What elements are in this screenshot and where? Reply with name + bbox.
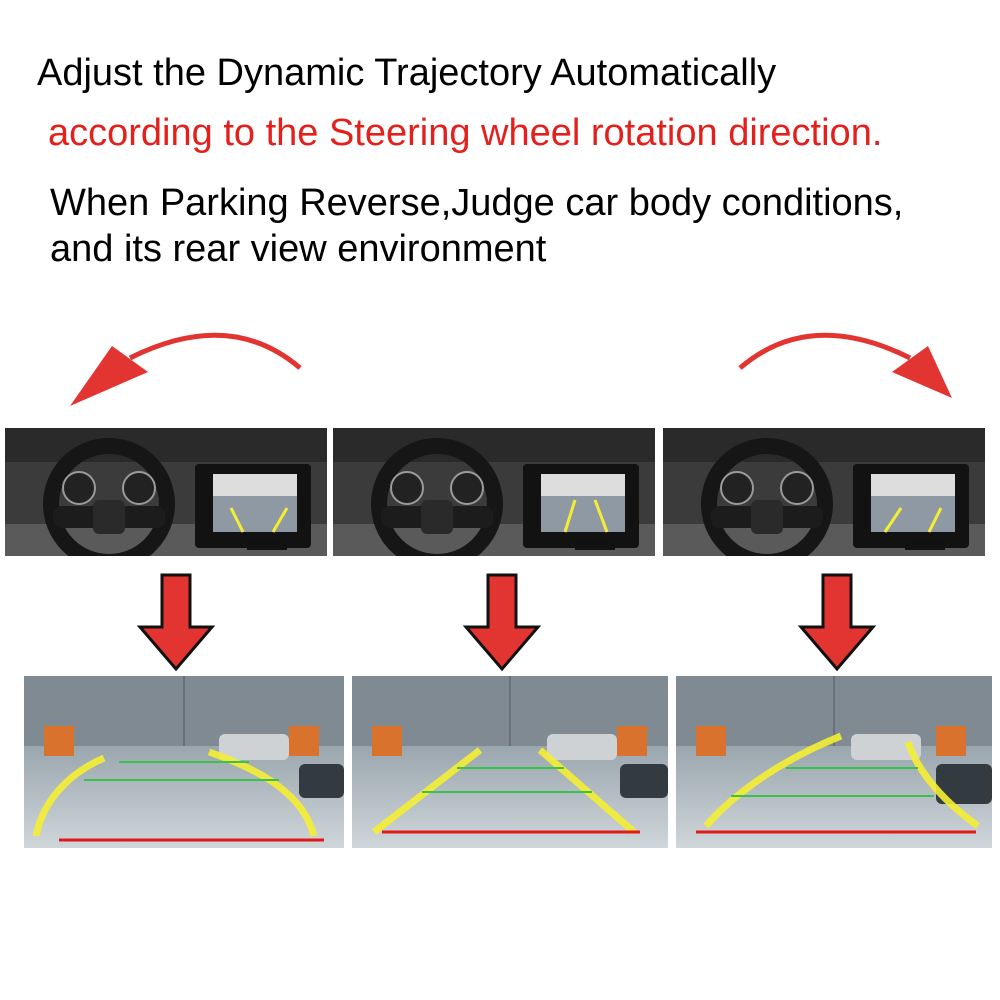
dashboard-photo-left <box>5 428 327 556</box>
down-arrow-icon <box>136 573 216 672</box>
rear-camera-view-left <box>24 676 344 848</box>
headline-line-4: and its rear view environment <box>50 228 547 271</box>
headline-line-1: Adjust the Dynamic Trajectory Automatica… <box>37 52 777 94</box>
rear-camera-view-center <box>352 676 668 848</box>
headline-lines-3-4: When Parking Reverse,Judge car body cond… <box>50 180 903 273</box>
dashboard-photo-center <box>333 428 655 556</box>
headline-line-3: When Parking Reverse,Judge car body cond… <box>50 182 904 224</box>
curved-arrow-clockwise-icon <box>738 332 952 398</box>
curved-arrow-counterclockwise-icon <box>70 332 302 406</box>
rear-camera-view-right <box>676 676 992 848</box>
dashboard-photo-right <box>663 428 985 556</box>
down-arrow-icon <box>797 573 877 672</box>
down-arrow-icon <box>462 573 542 672</box>
headline-line-2: according to the Steering wheel rotation… <box>48 112 883 154</box>
